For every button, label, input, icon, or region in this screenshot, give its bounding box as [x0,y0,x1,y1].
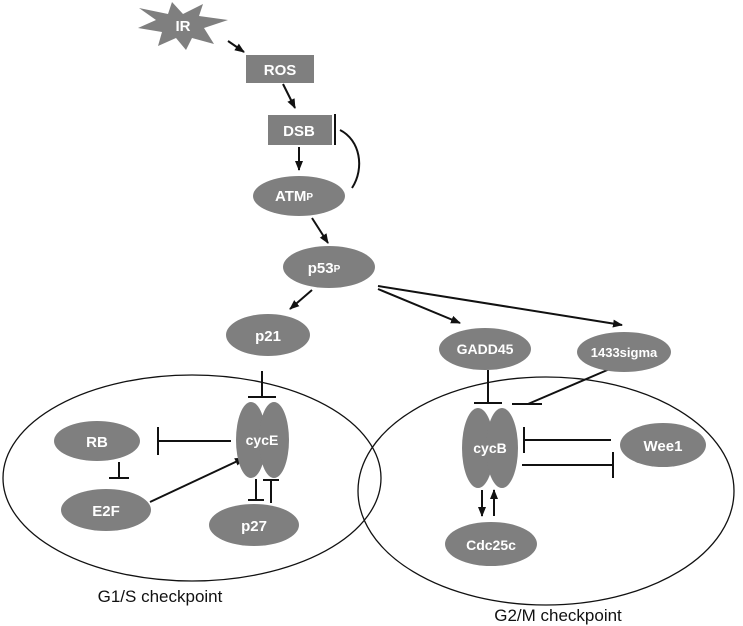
cycb-lobe-left [462,408,494,488]
p21-node: p21 [226,314,310,356]
ir-starburst-shape [138,2,228,50]
dsb-node: DSB [268,115,332,145]
1433sigma-ellipse [577,332,671,372]
ros-label: ROS [264,62,297,79]
edge-p53-1433sigma [377,285,623,328]
p21-label: p21 [255,328,281,345]
gadd45-ellipse [439,328,531,370]
edge-1433sigma-inhibits-cycb [527,367,613,405]
p27-node: p27 [209,504,299,546]
atm-node: ATMP [253,176,345,216]
edge-p53-gadd45 [377,288,461,324]
gadd45-node: GADD45 [439,328,531,370]
cyce-label: cycE [246,432,279,448]
edge-atm-p53 [311,217,329,244]
p53-phospho-sup: P [334,264,341,275]
edges [109,40,623,517]
wee1-ellipse [620,423,706,467]
edge-ir-ros [227,40,245,53]
atm-ellipse [253,176,345,216]
cdc25c-label: Cdc25c [466,537,516,553]
g2m-region [357,376,735,606]
edge-atm-inhibits-dsb [339,129,361,189]
atm-name: ATM [275,188,306,205]
edge-e2f-cyce [149,457,245,503]
rb-ellipse [54,421,140,461]
1433sigma-label: 1433sigma [591,345,658,360]
rb-node: RB [54,421,140,461]
ir-node: IR [138,2,228,50]
g1s-checkpoint-caption: G1/S checkpoint [98,587,223,606]
wee1-node: Wee1 [620,423,706,467]
g1s-region [2,374,382,582]
e2f-ellipse [61,489,151,531]
edge-ros-dsb [282,83,296,109]
rb-label: RB [86,434,108,451]
p53-name: p53 [308,260,334,277]
cyce-lobe-right [259,402,289,478]
cycb-label: cycB [473,440,506,456]
ir-label: IR [176,18,191,35]
cyce-lobe-left [236,402,266,478]
e2f-label: E2F [92,503,120,520]
p53-label: p53P [308,260,341,277]
cycb-node: cycB [462,408,518,488]
p53-ellipse [283,246,375,288]
edge-p53-p21 [289,289,313,310]
g2m-checkpoint-caption: G2/M checkpoint [494,606,622,625]
dsb-box [268,115,332,145]
cdc25c-node: Cdc25c [445,522,537,566]
atm-phospho-sup: P [306,192,313,203]
p53-node: p53P [283,246,375,288]
p27-ellipse [209,504,299,546]
1433sigma-node: 1433sigma [577,332,671,372]
cdc25c-ellipse [445,522,537,566]
ros-box [246,55,314,83]
ros-node: ROS [246,55,314,83]
dsb-label: DSB [283,123,315,140]
cycb-lobe-right [486,408,518,488]
gadd45-label: GADD45 [457,341,514,357]
p21-ellipse [226,314,310,356]
p27-label: p27 [241,518,267,535]
wee1-label: Wee1 [644,438,683,455]
e2f-node: E2F [61,489,151,531]
cyce-node: cycE [236,402,289,478]
atm-label: ATMP [275,188,313,205]
